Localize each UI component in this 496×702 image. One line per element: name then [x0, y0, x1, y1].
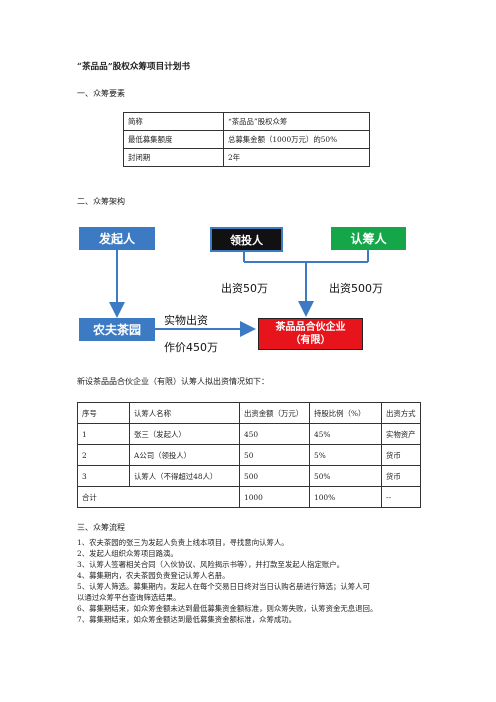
table-row: 2 A公司（领投人） 50 5% 货币	[77, 444, 421, 466]
subscriber-label: 认筹人	[350, 232, 387, 246]
table-cell: 50	[239, 444, 310, 466]
enterprise-box: 茶品品合伙企业 （有限）	[258, 318, 363, 350]
table-total-row: 合计 1000 100% --	[77, 486, 421, 508]
valuation-label: 作价450万	[164, 341, 218, 354]
table-header-cell: 认筹人名称	[129, 402, 240, 424]
list-item: 6、募集期结束，如众筹金额未达到最低募集资金额标准，则众筹失败，认筹资金无息退回…	[77, 604, 378, 613]
table-header-cell: 持股比例（%）	[309, 402, 382, 424]
table-cell: --	[381, 486, 421, 508]
lead-contribution-label: 出资50万	[221, 282, 268, 295]
list-item: 5、认筹人筛选。募集期内，发起人在每个交易日日终对当日认购名册进行筛选；认筹人可	[77, 582, 370, 591]
subscriber-contribution-label: 出资500万	[329, 282, 383, 295]
table-cell: 100%	[309, 486, 382, 508]
table-cell: 2年	[223, 148, 370, 167]
table-header-cell: 出资金额（万元）	[239, 402, 310, 424]
list-item: 以通过众筹平台查询筛选结果。	[77, 593, 181, 602]
table-cell: 500	[239, 465, 310, 487]
table-cell: 450	[239, 423, 310, 445]
section-heading-elements: 一、众筹要素	[77, 89, 125, 98]
enterprise-label-line1: 茶品品合伙企业	[275, 322, 346, 333]
table-cell: 实物资产	[381, 423, 421, 445]
list-item: 2、发起人组织众筹项目路演。	[77, 549, 178, 558]
table-header-row: 序号 认筹人名称 出资金额（万元） 持股比例（%） 出资方式	[77, 402, 421, 424]
elements-table: 简称 “茶品品”股权众筹 最低募集额度 总募集金额（1000万元）的50% 封闭…	[123, 112, 370, 167]
table-cell: 45%	[309, 423, 382, 445]
table-cell: 1000	[239, 486, 310, 508]
table-cell: 张三（发起人）	[129, 423, 240, 445]
table-row: 最低募集额度 总募集金额（1000万元）的50%	[123, 130, 370, 149]
table-row: 封闭期 2年	[123, 148, 370, 167]
list-item: 3、认筹人签署相关合同（入伙协议、风险揭示书等），并打款至发起人指定账户。	[77, 560, 345, 569]
list-item: 4、募集期内，农夫茶园负责登记认筹人名册。	[77, 571, 230, 580]
process-list: 1、农夫茶园的张三为发起人负责上线本项目，寻找意向认筹人。 2、发起人组织众筹项…	[77, 537, 437, 625]
table-cell: 2	[77, 444, 130, 466]
table-header-cell: 序号	[77, 402, 130, 424]
table-header-cell: 出资方式	[381, 402, 421, 424]
inkind-label: 实物出资	[164, 314, 208, 327]
initiator-label: 发起人	[98, 232, 135, 246]
table-cell: 50%	[309, 465, 382, 487]
list-item: 7、募集期结束，如众筹金额达到最低募集资金额标准，众筹成功。	[77, 615, 297, 624]
table-row: 简称 “茶品品”股权众筹	[123, 112, 370, 131]
list-item: 1、农夫茶园的张三为发起人负责上线本项目，寻找意向认筹人。	[77, 538, 289, 547]
table-cell: “茶品品”股权众筹	[223, 112, 370, 131]
table-cell: 货币	[381, 444, 421, 466]
subscriber-box: 认筹人	[331, 227, 406, 250]
page-title: “茶品品”股权众筹项目计划书	[77, 62, 191, 72]
table-cell: 1	[77, 423, 130, 445]
table-cell: 货币	[381, 465, 421, 487]
table-cell: 3	[77, 465, 130, 487]
table-row: 3 认筹人（不得超过48人） 500 50% 货币	[77, 465, 421, 487]
lead-investor-box: 领投人	[210, 227, 283, 252]
table-row: 1 张三（发起人） 450 45% 实物资产	[77, 423, 421, 445]
table-cell: 合计	[77, 486, 240, 508]
enterprise-label-line2: （有限）	[290, 335, 331, 346]
investors-intro: 新设茶品品合伙企业（有限）认筹人拟出资情况如下：	[77, 377, 269, 386]
section-heading-process: 三、众筹流程	[77, 523, 125, 532]
table-cell: 5%	[309, 444, 382, 466]
section-heading-structure: 二、众筹架构	[77, 197, 125, 206]
table-cell: A公司（领投人）	[129, 444, 240, 466]
lead-investor-label: 领投人	[230, 233, 263, 247]
farm-label: 农夫茶园	[92, 323, 141, 337]
investors-table: 序号 认筹人名称 出资金额（万元） 持股比例（%） 出资方式 1 张三（发起人）…	[77, 402, 421, 508]
initiator-box: 发起人	[79, 227, 155, 250]
table-cell: 认筹人（不得超过48人）	[129, 465, 240, 487]
farm-box: 农夫茶园	[79, 318, 155, 341]
